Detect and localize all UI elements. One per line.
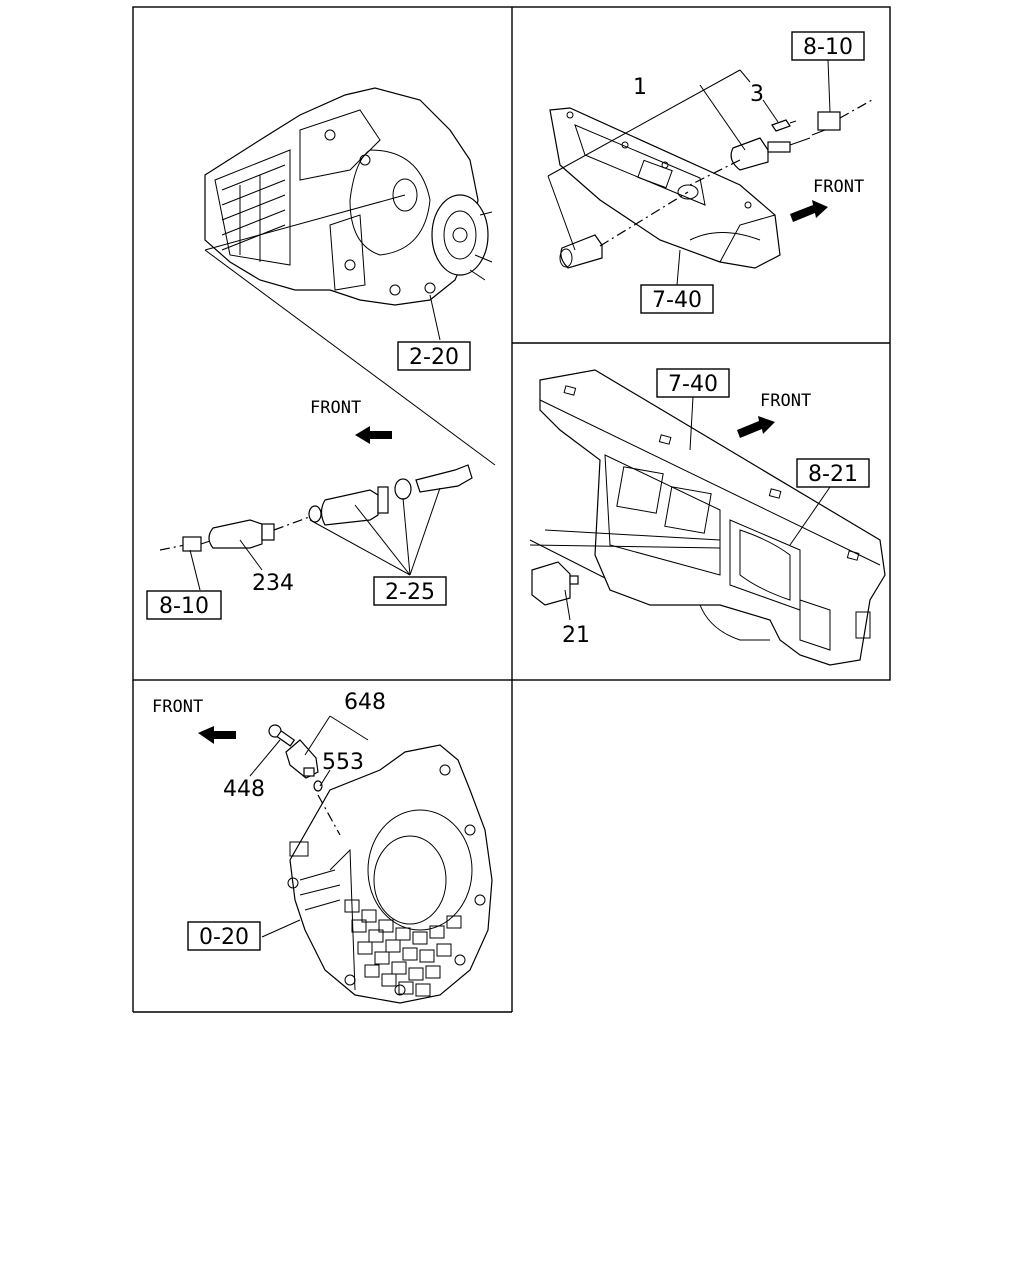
callout-3: 3 [750, 82, 764, 107]
callout-21: 21 [562, 623, 590, 648]
callout-7-40-dash: 7-40 [668, 372, 718, 397]
callout-2-25: 2-25 [385, 580, 435, 605]
panel-flywheel-housing: FRONT [152, 690, 493, 1004]
front-label-2: FRONT [813, 177, 864, 197]
front-label-3: FRONT [760, 391, 811, 411]
callout-7-40-top: 7-40 [652, 288, 702, 313]
callout-234: 234 [252, 571, 294, 596]
front-label-1: FRONT [310, 398, 361, 418]
callout-553: 553 [322, 750, 364, 775]
callout-648: 648 [344, 690, 386, 715]
panel-grid [132, 6, 891, 1013]
front-arrow-icon-3 [737, 416, 775, 438]
housing-ribs [344, 899, 462, 997]
front-arrow-icon-4 [198, 726, 236, 744]
callout-2-20: 2-20 [409, 345, 459, 370]
callout-8-10-left: 8-10 [159, 594, 209, 619]
speed-sensor-parts [159, 464, 473, 552]
front-label-4: FRONT [152, 697, 203, 717]
front-arrow-icon [355, 426, 392, 444]
panel-console-switch: FRONT 1 3 8-10 7-40 [547, 31, 873, 314]
callout-1: 1 [633, 75, 647, 100]
dashboard-illustration [539, 369, 886, 666]
crank-sensor-parts [268, 724, 341, 836]
panel-speedometer-drive: FRONT 2-20 234 8-10 2-25 [146, 87, 496, 620]
callout-448: 448 [223, 777, 265, 802]
callout-0-20: 0-20 [199, 925, 249, 950]
panel-dashboard: FRONT 7-40 8-21 21 [529, 368, 886, 666]
callout-8-21: 8-21 [808, 462, 858, 487]
transmission-illustration [204, 87, 493, 306]
callout-8-10-right: 8-10 [803, 35, 853, 60]
front-arrow-icon-2 [790, 200, 828, 222]
console-panel-illustration [549, 107, 781, 269]
